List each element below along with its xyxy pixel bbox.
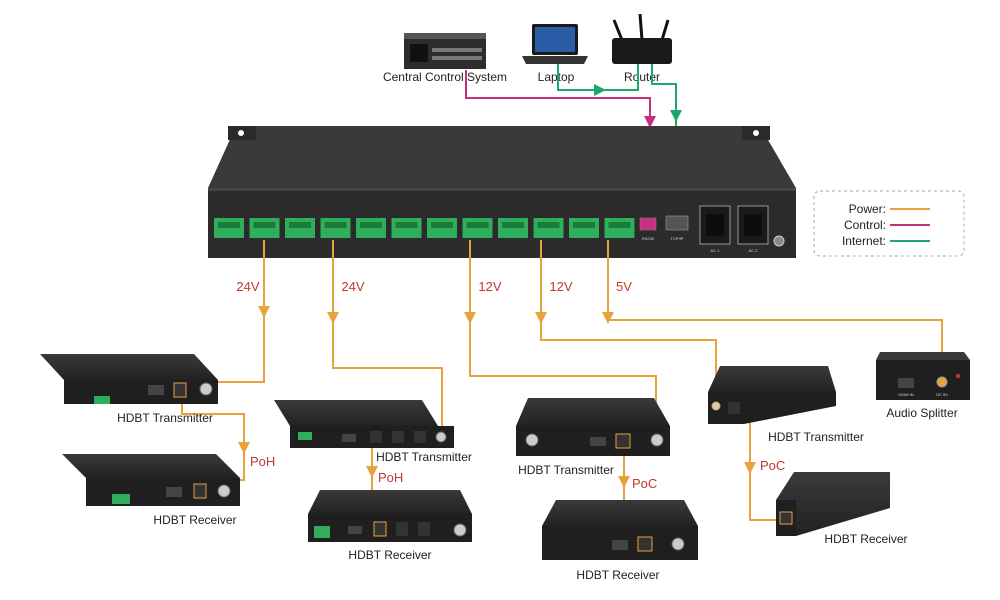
terminal-block-slot	[608, 222, 631, 228]
terminal-block-slot	[218, 222, 240, 228]
rx2-label: HDBT Receiver	[348, 548, 431, 562]
rx3-label: HDBT Receiver	[576, 568, 659, 582]
laptop-icon	[522, 24, 588, 64]
legend: Power: Control: Internet:	[813, 190, 965, 257]
link-label-3: PoC	[632, 476, 657, 491]
laptop-label: Laptop	[538, 70, 575, 84]
terminal-block-slot	[324, 222, 347, 228]
terminal-block-slot	[573, 222, 595, 228]
voltage-label-3: 12V	[478, 279, 501, 294]
link-label-1: PoH	[250, 454, 275, 469]
ac-inlet-1: AC 1	[699, 205, 731, 253]
hdbt-transmitter-3	[516, 398, 670, 456]
rx4-label: HDBT Receiver	[824, 532, 907, 546]
svg-text:DC 5V: DC 5V	[936, 392, 948, 397]
tx3-label: HDBT Transmitter	[518, 463, 614, 477]
tcpip-port: TCP/IP	[665, 215, 689, 241]
terminal-block-slot	[431, 222, 453, 228]
terminal-block-slot	[289, 222, 311, 228]
hdbt-transmitter-1	[40, 354, 218, 404]
hdbt-transmitter-4	[708, 366, 836, 424]
legend-internet: Internet:	[842, 234, 886, 248]
central-control-system	[404, 33, 486, 69]
terminal-block-slot	[466, 222, 489, 228]
svg-text:RS232: RS232	[642, 236, 655, 241]
rx1-label: HDBT Receiver	[153, 513, 236, 527]
legend-power: Power:	[849, 202, 886, 216]
ac-inlet-2: AC 2	[737, 205, 769, 253]
terminal-block-slot	[502, 222, 524, 228]
hdbt-transmitter-2	[274, 400, 454, 448]
voltage-label-4: 12V	[549, 279, 572, 294]
voltage-label-2: 24V	[341, 279, 364, 294]
tx4-label: HDBT Transmitter	[768, 430, 864, 444]
svg-text:AC 1: AC 1	[711, 248, 721, 253]
hdbt-receiver-4	[776, 472, 890, 536]
central-control-label: Central Control System	[383, 70, 507, 84]
terminal-block-slot	[537, 222, 560, 228]
legend-control: Control:	[844, 218, 886, 232]
svg-text:AC 2: AC 2	[749, 248, 759, 253]
terminal-block-slot	[253, 222, 276, 228]
audio-splitter-label: Audio Splitter	[886, 406, 957, 420]
tx1-label: HDBT Transmitter	[117, 411, 213, 425]
voltage-label-1: 24V	[236, 279, 259, 294]
terminal-block-slot	[360, 222, 382, 228]
terminal-block-slot	[395, 222, 418, 228]
router-label: Router	[624, 70, 660, 84]
rs232-port: RS232	[639, 217, 657, 241]
link-label-4: PoC	[760, 458, 785, 473]
audio-splitter: HDMI IN DC 5V	[876, 352, 970, 400]
link-label-2: PoH	[378, 470, 403, 485]
hdbt-receiver-3	[542, 500, 698, 560]
hdbt-receiver-1	[62, 454, 240, 506]
hdbt-receiver-2	[308, 490, 472, 542]
tx2-label: HDBT Transmitter	[376, 450, 472, 464]
svg-text:TCP/IP: TCP/IP	[671, 236, 684, 241]
router-icon	[612, 13, 672, 64]
svg-text:HDMI IN: HDMI IN	[898, 392, 913, 397]
terminal-blocks	[214, 218, 635, 238]
voltage-label-5: 5V	[616, 279, 632, 294]
